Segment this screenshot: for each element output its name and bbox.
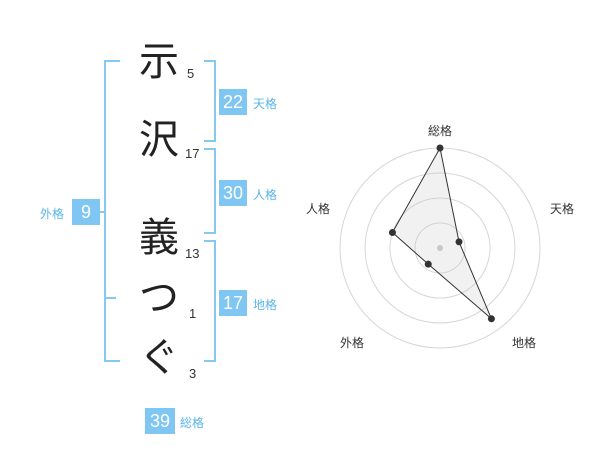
name-char-2: 沢 (139, 117, 179, 163)
radar-point-1 (436, 144, 444, 152)
chikaku-bracket (204, 240, 216, 362)
stroke-count-1: 5 (187, 66, 195, 81)
jinkaku-value: 30 (219, 180, 247, 206)
radar-ring (414, 222, 466, 274)
soukaku-label: 総格 (180, 416, 205, 430)
radar-ring (364, 172, 516, 324)
radar-label-tenkaku: 天格 (550, 201, 574, 216)
gaikaku-label: 外格 (40, 207, 65, 221)
gaikaku-connector (96, 211, 104, 213)
radar-point-3 (487, 315, 495, 323)
radar-ring (389, 197, 491, 299)
chikaku-value: 17 (219, 290, 247, 316)
chikaku-label: 地格 (253, 298, 278, 312)
radar-center-dot (437, 245, 443, 251)
radar-label-gaikaku: 外格 (340, 335, 364, 350)
radar-point-5 (388, 229, 396, 237)
jinkaku-bracket (204, 148, 216, 234)
stroke-count-3: 13 (185, 246, 200, 261)
radar-label-soukaku: 総格 (428, 123, 452, 138)
radar-shape (391, 146, 492, 320)
name-char-3: 義 (139, 215, 179, 261)
radar-chart: 総格 天格 地格 外格 人格 (306, 123, 574, 350)
tenkaku-value: 22 (219, 89, 247, 115)
gaikaku-value: 9 (72, 199, 100, 225)
name-char-4: つ (139, 275, 179, 321)
jinkaku-label: 人格 (253, 188, 278, 202)
radar-label-chikaku: 地格 (512, 335, 536, 350)
tenkaku-bracket (204, 60, 216, 142)
soukaku-value: 39 (145, 408, 175, 434)
radar-points (388, 144, 495, 323)
tenkaku-label: 天格 (253, 97, 278, 111)
name-char-1: 示 (139, 39, 179, 85)
stroke-count-2: 17 (185, 146, 200, 161)
radar-point-2 (455, 238, 463, 246)
radar-point-4 (424, 260, 432, 268)
gaikaku-divider (106, 297, 116, 299)
stroke-count-4: 1 (189, 306, 197, 321)
stroke-count-5: 3 (189, 366, 197, 381)
gaikaku-bracket (104, 60, 120, 362)
radar-label-jinkaku: 人格 (306, 201, 330, 216)
name-char-5: ぐ (139, 335, 179, 381)
